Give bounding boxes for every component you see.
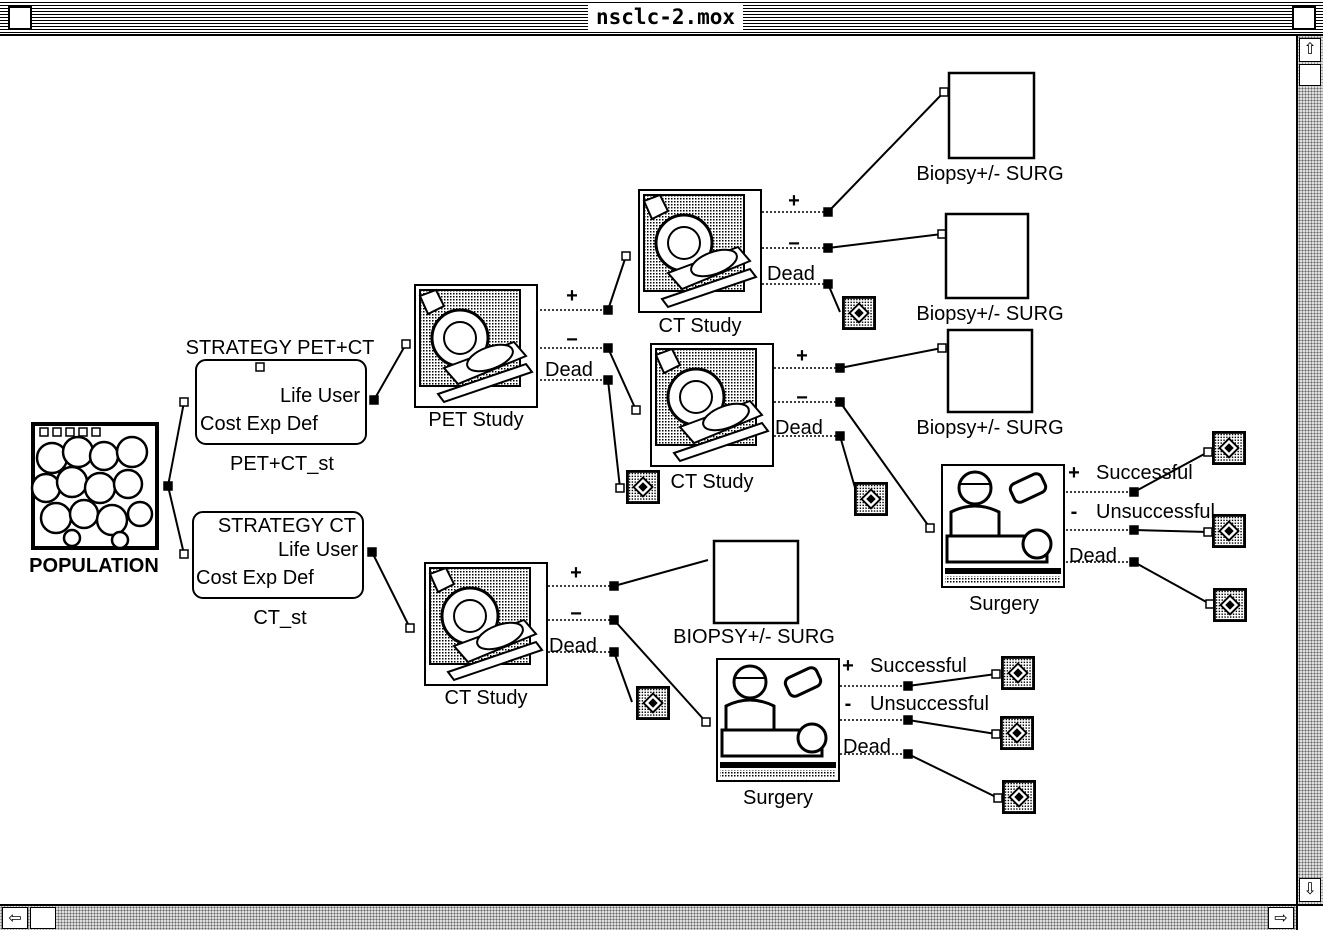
pet-study-node[interactable] [414, 284, 538, 408]
horizontal-scrollbar[interactable]: ⇦ ⇨ [0, 904, 1296, 930]
port-square[interactable] [368, 548, 376, 556]
branch-minus-label: − [566, 329, 578, 351]
port-square[interactable] [926, 524, 934, 532]
terminal-icon[interactable] [842, 296, 876, 330]
terminal-icon[interactable] [1000, 716, 1034, 750]
strategy-pet-ct-row1: Life User [280, 385, 360, 407]
branch-minus-label: − [788, 233, 800, 255]
scroll-thumb[interactable] [30, 907, 56, 929]
biopsy-node-1[interactable] [949, 73, 1034, 158]
terminal-icon[interactable] [1212, 431, 1246, 465]
branch-plus-label: + [842, 655, 854, 677]
strategy-pet-ct-row2: Cost Exp Def [200, 413, 318, 435]
strategy-ct-title: STRATEGY CT [218, 515, 356, 537]
diagram-svg: POPULATION STRATEGY PET+CT Life User Cos… [0, 36, 1296, 904]
diagram-canvas[interactable]: POPULATION STRATEGY PET+CT Life User Cos… [0, 36, 1296, 904]
branch-plus-label: + [788, 190, 800, 212]
population-label: POPULATION [29, 555, 159, 577]
population-node[interactable] [32, 424, 157, 548]
surgery-label-2: Surgery [743, 787, 813, 809]
biopsy-label-1: Biopsy+/- SURG [916, 163, 1063, 185]
title-bar[interactable]: nsclc-2.mox [0, 0, 1323, 36]
branch-dead-label: Dead [843, 736, 891, 758]
ct-study-ct-node[interactable] [424, 562, 548, 686]
strategy-ct-row2: Cost Exp Def [196, 567, 314, 589]
scroll-right-arrow-icon[interactable]: ⇨ [1268, 907, 1294, 929]
successful-label: Successful [870, 655, 967, 677]
port-square[interactable] [616, 484, 624, 492]
surgery-label-1: Surgery [969, 593, 1039, 615]
port-square[interactable] [370, 396, 378, 404]
terminal-icon[interactable] [626, 470, 660, 504]
scroll-down-arrow-icon[interactable]: ⇩ [1299, 878, 1321, 902]
port-square[interactable] [1204, 448, 1212, 456]
terminal-icon[interactable] [1212, 514, 1246, 548]
close-box[interactable] [8, 6, 32, 30]
strategy-pet-ct-title: STRATEGY PET+CT [186, 337, 375, 359]
pet-study-label: PET Study [428, 409, 523, 431]
port-square[interactable] [994, 794, 1002, 802]
terminal-icon[interactable] [854, 482, 888, 516]
ct-study-pos-node[interactable] [638, 189, 762, 313]
ct-study-pos-label: CT Study [659, 315, 742, 337]
ct-study-ct-label: CT Study [445, 687, 528, 709]
scroll-left-arrow-icon[interactable]: ⇦ [2, 907, 28, 929]
port-square[interactable] [1204, 528, 1212, 536]
terminal-icon[interactable] [636, 686, 670, 720]
branch-minus-label: − [570, 603, 582, 625]
branch-plus-label: + [796, 345, 808, 367]
successful-label: Successful [1096, 462, 1193, 484]
port-square[interactable] [164, 482, 172, 490]
surgery-node-1[interactable] [941, 464, 1065, 588]
terminal-icon[interactable] [1001, 656, 1035, 690]
biopsy-node-ct[interactable] [714, 541, 798, 623]
port-square[interactable] [406, 624, 414, 632]
biopsy-node-2[interactable] [946, 214, 1028, 298]
strategy-pet-ct-name: PET+CT_st [230, 453, 334, 475]
resize-box[interactable] [1296, 904, 1323, 930]
unsuccessful-label: Unsuccessful [870, 693, 989, 715]
port-square[interactable] [402, 340, 410, 348]
strategy-ct-row1: Life User [278, 539, 358, 561]
port-square[interactable] [992, 670, 1000, 678]
branch-dead-label: Dead [1069, 545, 1117, 567]
biopsy-label-2: Biopsy+/- SURG [916, 303, 1063, 325]
branch-dead-label: Dead [767, 263, 815, 285]
vertical-scrollbar[interactable]: ⇧ ⇩ [1296, 36, 1323, 904]
unsuccessful-label: Unsuccessful [1096, 501, 1215, 523]
terminal-icon[interactable] [1213, 588, 1247, 622]
zoom-box[interactable] [1292, 6, 1316, 30]
branch-plus-label: + [570, 562, 582, 584]
strategy-ct-name: CT_st [253, 607, 307, 629]
port-square[interactable] [1206, 600, 1214, 608]
branch-dead-label: Dead [775, 417, 823, 439]
ct-study-neg-label: CT Study [671, 471, 754, 493]
ct-study-neg-node[interactable] [650, 343, 774, 467]
window-title: nsclc-2.mox [588, 4, 743, 30]
branch-minus-label: − [796, 387, 808, 409]
port-square[interactable] [940, 88, 948, 96]
branch-minus-label: - [845, 693, 852, 715]
port-square[interactable] [632, 406, 640, 414]
port-square[interactable] [622, 252, 630, 260]
branch-dead-label: Dead [549, 635, 597, 657]
port-square[interactable] [180, 550, 188, 558]
port-square[interactable] [180, 398, 188, 406]
branch-plus-label: + [566, 285, 578, 307]
surgery-node-2[interactable] [716, 658, 840, 782]
branch-minus-label: - [1071, 501, 1078, 523]
terminal-icon[interactable] [1002, 780, 1036, 814]
branch-plus-label: + [1068, 462, 1080, 484]
biopsy-node-3[interactable] [948, 330, 1032, 412]
port-square[interactable] [992, 730, 1000, 738]
biopsy-label-3: Biopsy+/- SURG [916, 417, 1063, 439]
scroll-thumb[interactable] [1299, 64, 1321, 86]
biopsy-label-ct: BIOPSY+/- SURG [673, 626, 835, 648]
branch-dead-label: Dead [545, 359, 593, 381]
port-square[interactable] [938, 344, 946, 352]
scroll-up-arrow-icon[interactable]: ⇧ [1299, 38, 1321, 62]
port-square[interactable] [702, 718, 710, 726]
